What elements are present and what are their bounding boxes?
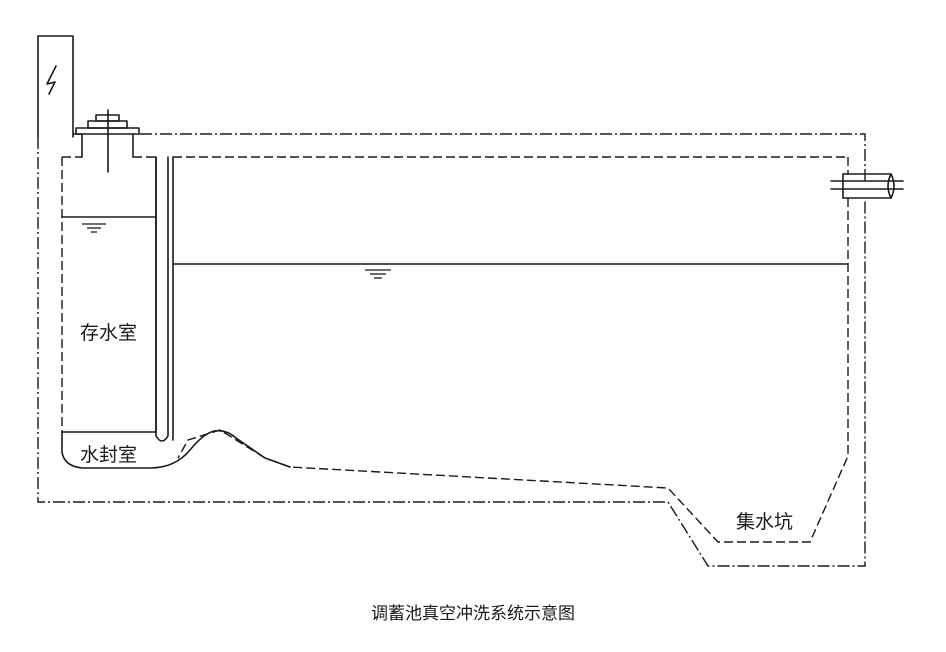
storage-room [61, 156, 157, 433]
electric-box [37, 35, 74, 138]
water-level-icon [82, 223, 106, 233]
outer-structure-outline [37, 133, 866, 567]
siphon-pipe [155, 156, 174, 442]
water-seal-room [61, 429, 291, 469]
lightning-icon [46, 65, 57, 95]
inner-tank-wall [177, 198, 849, 543]
inlet-pipe-icon [830, 173, 904, 199]
water-level-icon [365, 269, 391, 279]
storage-room-label: 存水室 [80, 322, 137, 344]
diagram-caption: 调蓄池真空冲洗系统示意图 [371, 604, 575, 624]
water-seal-room-label: 水封室 [80, 444, 137, 466]
vacuum-valve-icon [75, 109, 140, 173]
sump-label: 集水坑 [736, 511, 793, 533]
